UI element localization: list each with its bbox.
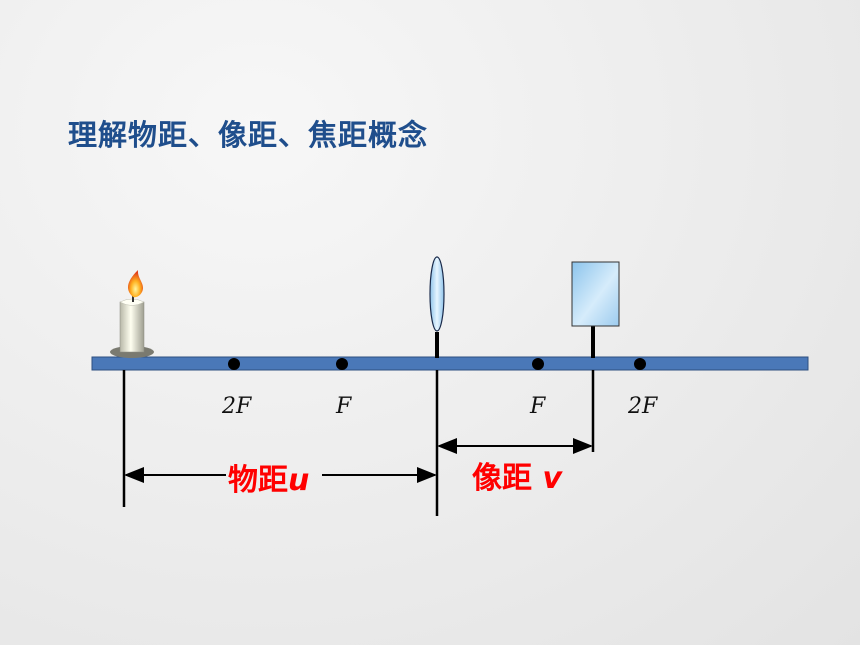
object-distance-label: 物距u <box>228 463 309 498</box>
convex-lens-icon <box>429 256 445 358</box>
label-left-2f: 2F <box>221 394 252 419</box>
image-distance-label: 像距 v <box>472 461 563 496</box>
focal-point-left-2f <box>228 358 240 370</box>
label-right-2f: 2F <box>627 394 658 419</box>
focal-point-left-f <box>336 358 348 370</box>
focal-point-right-f <box>532 358 544 370</box>
label-left-f: F <box>335 394 352 419</box>
label-right-f: F <box>529 394 546 419</box>
optical-bench <box>91 356 809 371</box>
candle-icon <box>110 270 154 358</box>
focal-point-right-2f <box>634 358 646 370</box>
page-title: 理解物距、像距、焦距概念 <box>68 118 429 152</box>
screen-icon <box>571 261 620 358</box>
